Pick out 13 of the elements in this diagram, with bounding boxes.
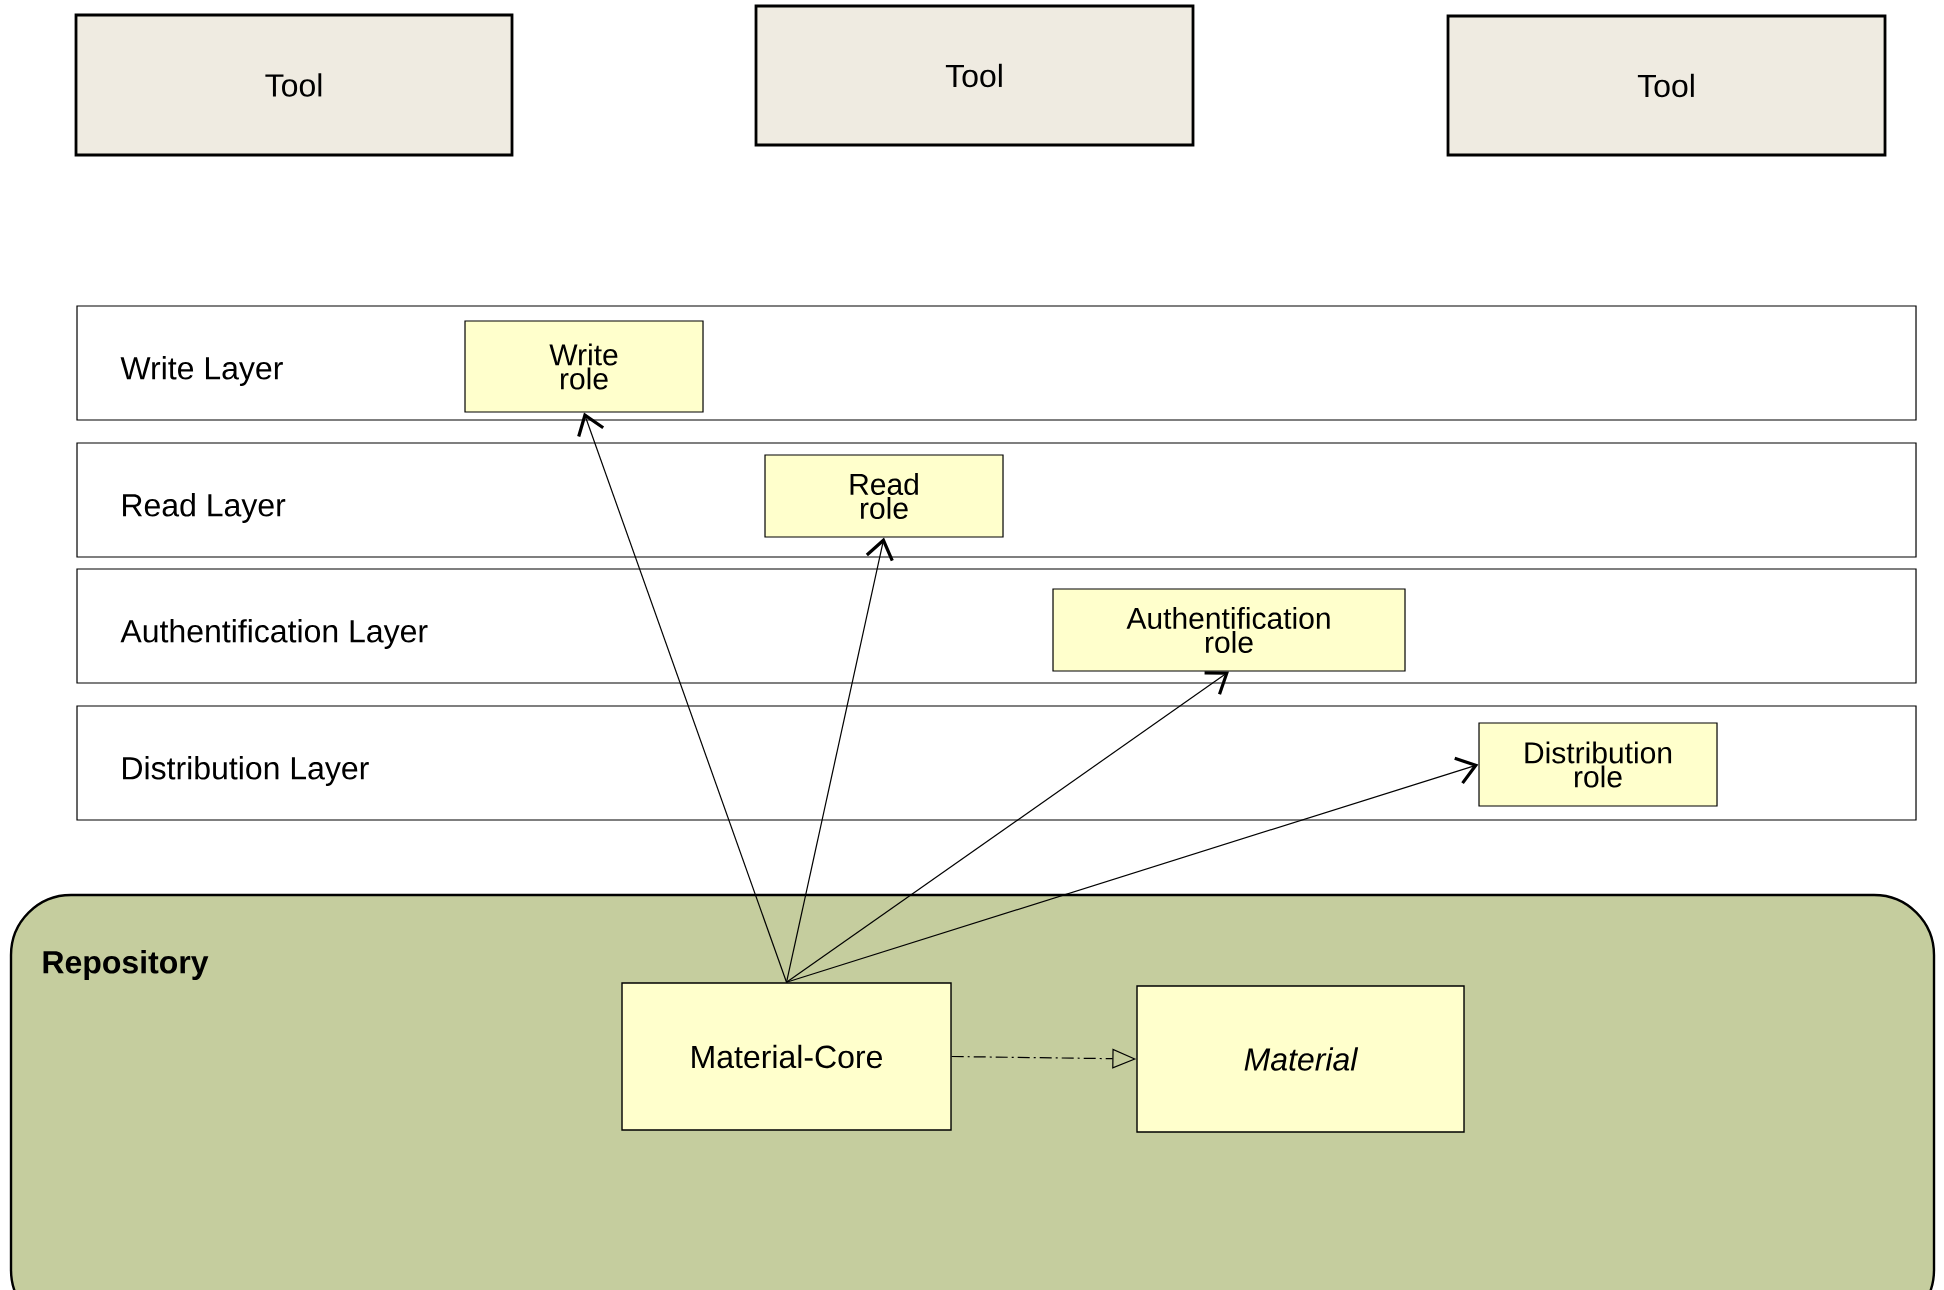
role-box: Write role	[464, 320, 704, 413]
role-box: Read role	[764, 454, 1004, 538]
class-box: Material	[1136, 985, 1465, 1133]
tool-box: Tool	[754, 4, 1195, 147]
arrow	[785, 671, 1229, 983]
role-box: Distribution role	[1478, 722, 1718, 807]
role-box: Authentification role	[1052, 588, 1406, 672]
arrow	[785, 756, 1479, 983]
class-box: Material-Core	[621, 982, 952, 1131]
tool-box: Tool	[74, 13, 514, 157]
tool-box: Tool	[1446, 14, 1887, 157]
arrow	[577, 412, 788, 983]
arrow	[785, 537, 894, 983]
